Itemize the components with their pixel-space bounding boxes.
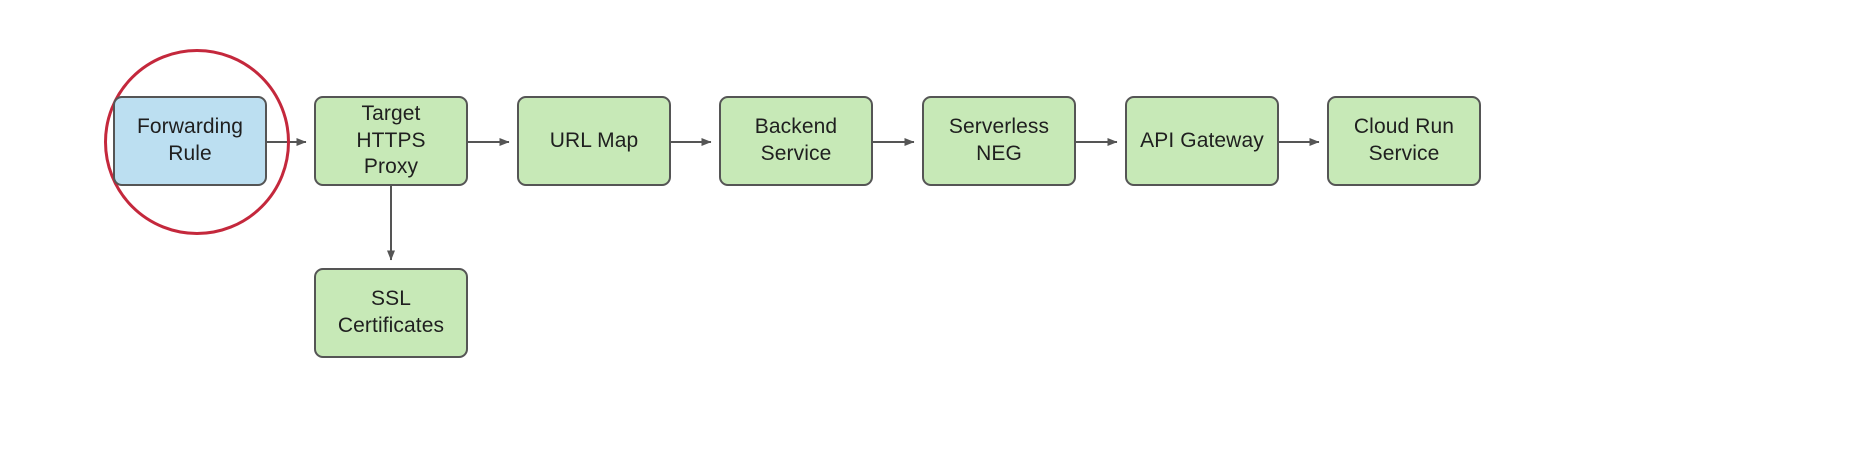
node-url-map[interactable]: URL Map — [517, 96, 671, 186]
node-label-serverless-neg: Serverless NEG — [948, 115, 1050, 165]
node-label-forwarding-rule: Forwarding Rule — [136, 115, 244, 165]
node-label-backend-service: Backend Service — [754, 115, 838, 165]
node-ssl-certificates[interactable]: SSL Certificates — [314, 268, 468, 358]
node-api-gateway[interactable]: API Gateway — [1125, 96, 1279, 186]
node-label-ssl-certificates: SSL Certificates — [337, 287, 445, 337]
node-backend-service[interactable]: Backend Service — [719, 96, 873, 186]
node-label-api-gateway: API Gateway — [1140, 128, 1264, 152]
node-label-cloud-run-service: Cloud Run Service — [1353, 115, 1455, 165]
node-forwarding-rule[interactable]: Forwarding Rule — [113, 96, 267, 186]
node-target-https-proxy[interactable]: Target HTTPS Proxy — [314, 96, 468, 186]
node-label-url-map: URL Map — [549, 128, 639, 152]
node-serverless-neg[interactable]: Serverless NEG — [922, 96, 1076, 186]
node-label-target-https-proxy: Target HTTPS Proxy — [356, 101, 426, 179]
node-cloud-run-service[interactable]: Cloud Run Service — [1327, 96, 1481, 186]
highlight-circle-forwarding-rule — [104, 49, 290, 235]
